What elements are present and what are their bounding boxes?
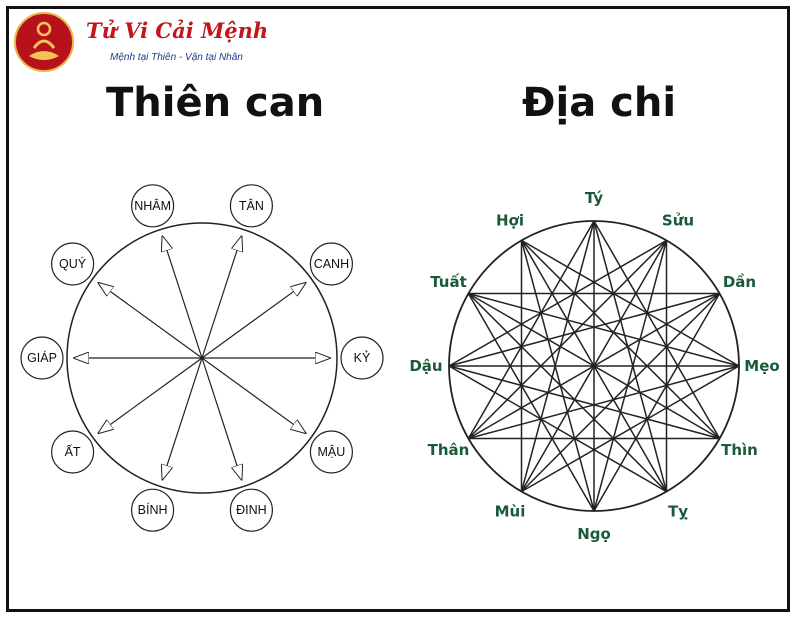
stem-arrow-binh bbox=[162, 357, 203, 480]
branch-label-meo: Mẹo bbox=[744, 357, 779, 375]
stem-label-canh: CANH bbox=[314, 257, 349, 271]
stem-label-tan: TÂN bbox=[239, 198, 264, 213]
logo-tagline: Mệnh tại Thiên - Vận tại Nhân bbox=[110, 52, 243, 63]
logo-title: Tử Vi Cải Mệnh bbox=[86, 18, 269, 43]
stem-arrow-tan bbox=[201, 236, 242, 359]
thien-can-center bbox=[200, 356, 204, 360]
branch-label-hoi: Hợi bbox=[496, 212, 524, 230]
branch-label-mui: Mùi bbox=[495, 503, 526, 521]
stem-arrow-mau bbox=[201, 357, 306, 433]
star-line-mui-ty bbox=[520, 220, 595, 492]
star-line-dau-dan bbox=[448, 292, 720, 367]
diameter-line-ty-hoi bbox=[520, 240, 668, 492]
thien-can-wheel bbox=[66, 222, 338, 494]
stem-label-ky: KỶ bbox=[354, 350, 371, 365]
branch-label-dan: Dần bbox=[723, 273, 756, 291]
stem-label-quy: QUÝ bbox=[59, 256, 87, 271]
branch-label-ty: Tý bbox=[585, 189, 603, 207]
stem-bubble-quy bbox=[50, 242, 95, 286]
stem-arrow-dinh bbox=[201, 357, 242, 480]
star-line-ty-tuat bbox=[467, 292, 668, 493]
star-line-meo-than bbox=[468, 365, 740, 440]
star-line-thin-dau bbox=[448, 365, 720, 440]
buddha-emblem-icon bbox=[14, 12, 74, 72]
dia-chi-heading: Địa chi bbox=[522, 80, 677, 126]
stem-bubble-nham bbox=[131, 184, 175, 228]
branch-label-tuat: Tuất bbox=[430, 273, 467, 291]
stem-bubble-binh bbox=[131, 488, 175, 532]
stem-arrow-quy bbox=[98, 283, 203, 359]
star-line-ngo-hoi bbox=[520, 240, 595, 512]
stem-arrow-nham bbox=[162, 236, 203, 359]
stem-bubble-at bbox=[50, 430, 95, 474]
stem-bubble-tan bbox=[229, 184, 273, 228]
branch-label-dau: Dậu bbox=[409, 357, 442, 375]
star-line-dan-mui bbox=[520, 292, 721, 493]
stem-label-nham: NHÂM bbox=[134, 198, 171, 213]
star-line-tuat-meo bbox=[468, 292, 740, 367]
stem-arrow-at bbox=[98, 357, 203, 433]
image-frame bbox=[6, 6, 790, 612]
stem-label-at: ẤT bbox=[65, 444, 81, 459]
stem-bubble-canh bbox=[309, 242, 353, 286]
branch-label-ty: Tỵ bbox=[668, 503, 688, 521]
stem-label-mau: MẬU bbox=[318, 444, 346, 459]
stem-bubble-dinh bbox=[229, 488, 273, 532]
stem-label-dinh: ĐINH bbox=[236, 503, 267, 517]
thien-can-heading: Thiên can bbox=[106, 80, 325, 126]
branch-label-suu: Sửu bbox=[662, 212, 694, 230]
stem-bubble-mau bbox=[309, 430, 353, 474]
site-logo[interactable]: Tử Vi Cải Mệnh Mệnh tại Thiên - Vận tại … bbox=[14, 12, 274, 76]
star-line-hoi-thin bbox=[520, 239, 721, 440]
branch-label-thin: Thìn bbox=[721, 441, 758, 459]
star-line-ty-ty bbox=[593, 220, 668, 492]
stem-label-giap: GIÁP bbox=[27, 350, 57, 365]
star-line-suu-ngo bbox=[593, 240, 668, 512]
branch-label-than: Thân bbox=[428, 441, 470, 459]
stem-label-binh: BÍNH bbox=[138, 502, 168, 517]
stem-arrow-canh bbox=[201, 283, 306, 359]
branch-label-ngo: Ngọ bbox=[577, 525, 611, 543]
stem-bubble-ky bbox=[340, 336, 384, 380]
stem-bubble-giap bbox=[20, 336, 64, 380]
star-line-than-suu bbox=[467, 239, 668, 440]
